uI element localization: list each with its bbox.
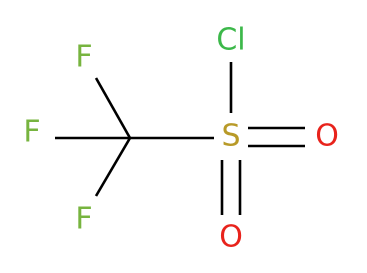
atom-f-mid: F — [23, 115, 40, 150]
atom-cl: Cl — [216, 23, 245, 58]
atom-o-right: O — [315, 119, 339, 154]
bond-c-f-bot — [94, 137, 132, 197]
bond-c-f-top — [94, 77, 132, 139]
atom-o-bottom: O — [219, 220, 243, 255]
atom-f-top: F — [75, 40, 92, 75]
atom-s: S — [221, 119, 240, 154]
atom-f-bot: F — [75, 202, 92, 237]
